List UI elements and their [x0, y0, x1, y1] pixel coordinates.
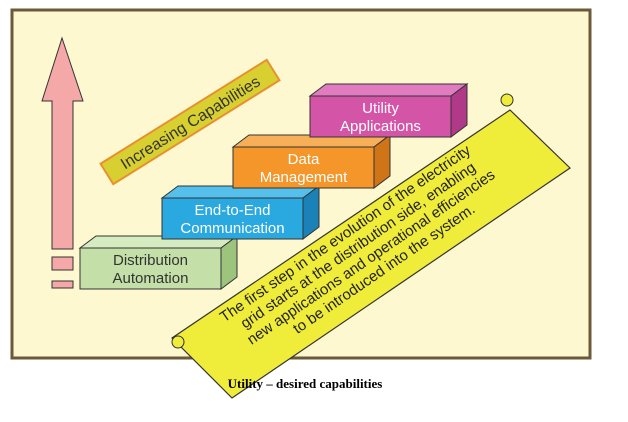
step-label-line1: Distribution	[113, 252, 188, 269]
step-label-line2: Automation	[113, 270, 189, 287]
step-label-line2: Management	[260, 169, 348, 186]
step-label-line2: Communication	[180, 220, 284, 237]
figure-caption: Utility – desired capabilities	[227, 376, 383, 391]
up-arrow-icon	[41, 36, 84, 289]
step-label-line1: End-to-End	[195, 202, 271, 219]
step-label-line1: Data	[288, 151, 320, 168]
step-label-line2: Applications	[340, 118, 421, 135]
step-label-line1: Utility	[362, 100, 399, 117]
